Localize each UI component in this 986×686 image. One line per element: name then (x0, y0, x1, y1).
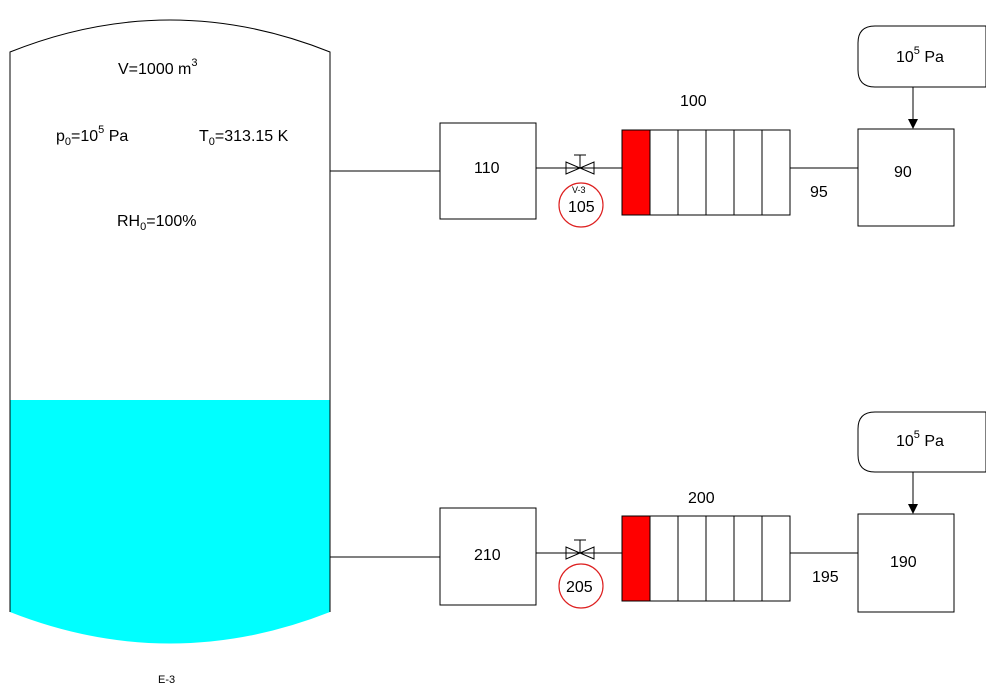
tank-tag: E-3 (158, 674, 175, 686)
boundary-1-label: 105 Pa (896, 45, 944, 66)
pipe-100-cell-3 (677, 129, 707, 216)
pipe-200-cell-6 (761, 515, 791, 602)
valve-tag-label: V-3 (572, 185, 586, 195)
pipe-100-label: 100 (680, 93, 707, 110)
arrow-down-icon (908, 119, 918, 129)
pipe-200-label: 200 (688, 490, 715, 507)
tank-pressure-label: p0=105 Pa (56, 124, 128, 148)
pipe-100-cell-2 (649, 129, 679, 216)
tank-temperature-label: T0=313.15 K (199, 128, 289, 148)
tank-liquid (10, 400, 330, 644)
junction-95-label: 95 (810, 184, 828, 201)
pipe-200-cell-4 (705, 515, 735, 602)
tank-e3[interactable] (9, 19, 331, 644)
node-190[interactable] (857, 513, 955, 613)
tank-humidity-label: RH0=100% (117, 213, 197, 233)
boundary-pressure-1[interactable] (857, 25, 986, 88)
tank-volume-label: V=1000 m3 (118, 57, 198, 78)
pipe-200-cell-1 (621, 515, 651, 602)
valve-105-circle[interactable] (558, 182, 604, 228)
node-210-label: 210 (474, 547, 501, 564)
node-90[interactable] (857, 128, 955, 227)
pipe-200-cell-3 (677, 515, 707, 602)
pipe-100-segments[interactable] (621, 129, 791, 216)
pipe-100-cell-6 (761, 129, 791, 216)
junction-195-label: 195 (812, 569, 839, 586)
tank-outline (9, 19, 331, 612)
arrow-down-icon (908, 504, 918, 514)
pipe-200-cell-2 (649, 515, 679, 602)
valve-205-icon[interactable] (565, 539, 595, 560)
valve-105-label: 105 (568, 199, 595, 216)
node-210[interactable] (439, 507, 537, 606)
valve-205-label: 205 (566, 579, 593, 596)
pipe-200-cell-5 (733, 515, 763, 602)
pipe-200-segments[interactable] (621, 515, 791, 602)
valve-205-circle[interactable] (558, 563, 604, 609)
node-110-label: 110 (474, 160, 500, 177)
boundary-2-label: 105 Pa (896, 429, 944, 450)
node-90-label: 90 (894, 164, 912, 181)
pipe-100-cell-5 (733, 129, 763, 216)
boundary-pressure-2[interactable] (857, 411, 986, 473)
pipe-100-cell-4 (705, 129, 735, 216)
node-110[interactable] (439, 122, 537, 220)
valve-v3-icon[interactable] (565, 154, 595, 175)
node-190-label: 190 (890, 554, 917, 571)
pipe-100-cell-1 (621, 129, 651, 216)
